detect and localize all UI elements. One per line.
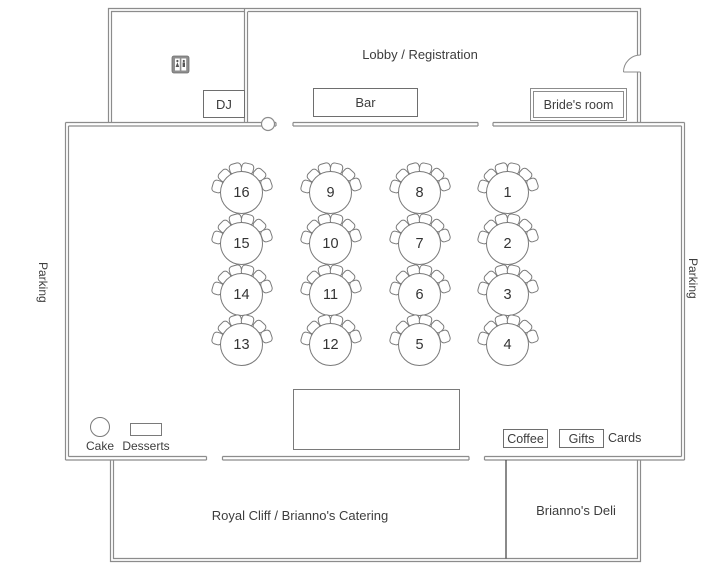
table-11: 11 <box>286 250 376 340</box>
table-circle: 9 <box>309 171 352 214</box>
table-number: 6 <box>415 286 424 303</box>
bar-label: Bar <box>355 95 376 110</box>
table-9: 9 <box>286 148 376 238</box>
door-pivot-circle <box>260 116 276 132</box>
table-number: 12 <box>322 336 339 353</box>
coffee-label: Coffee <box>507 431 544 446</box>
table-circle: 11 <box>309 273 352 316</box>
catering-label: Royal Cliff / Brianno's Catering <box>211 508 389 523</box>
table-number: 1 <box>503 184 512 201</box>
table-circle: 2 <box>486 222 529 265</box>
brides-room-box: Bride's room <box>530 88 627 121</box>
table-number: 4 <box>503 336 512 353</box>
table-number: 10 <box>322 235 339 252</box>
cards-label: Cards <box>608 431 642 445</box>
table-circle: 12 <box>309 323 352 366</box>
brides-room-label: Bride's room <box>543 97 614 112</box>
gifts-box: Gifts <box>559 429 604 448</box>
table-15: 15 <box>197 199 287 289</box>
dance-floor <box>293 389 460 450</box>
door-arc <box>623 54 641 73</box>
table-number: 7 <box>415 235 424 252</box>
table-8: 8 <box>375 148 465 238</box>
table-number: 5 <box>415 336 424 353</box>
table-13: 13 <box>197 300 287 390</box>
deli-label: Brianno's Deli <box>536 503 616 518</box>
table-circle: 4 <box>486 323 529 366</box>
lobby-wall <box>245 7 642 122</box>
table-10: 10 <box>286 199 376 289</box>
gifts-label: Gifts <box>568 431 595 446</box>
bar-box: Bar <box>313 88 418 117</box>
table-12: 12 <box>286 300 376 390</box>
table-2: 2 <box>463 199 553 289</box>
table-number: 2 <box>503 235 512 252</box>
table-5: 5 <box>375 300 465 390</box>
table-circle: 8 <box>398 171 441 214</box>
table-1: 1 <box>463 148 553 238</box>
table-circle: 15 <box>220 222 263 265</box>
table-number: 15 <box>233 235 250 252</box>
table-circle: 7 <box>398 222 441 265</box>
table-circle: 13 <box>220 323 263 366</box>
table-circle: 1 <box>486 171 529 214</box>
parking-left-label: Parking <box>36 262 50 303</box>
dj-box: DJ <box>203 90 245 118</box>
coffee-box: Coffee <box>503 429 548 448</box>
restroom-icon <box>171 55 190 74</box>
table-circle: 16 <box>220 171 263 214</box>
table-number: 8 <box>415 184 424 201</box>
cake-label: Cake <box>85 439 114 453</box>
table-7: 7 <box>375 199 465 289</box>
table-circle: 5 <box>398 323 441 366</box>
table-number: 14 <box>233 286 250 303</box>
dj-label: DJ <box>216 96 232 112</box>
parking-right-label: Parking <box>686 258 700 299</box>
table-16: 16 <box>197 148 287 238</box>
table-3: 3 <box>463 250 553 340</box>
table-circle: 3 <box>486 273 529 316</box>
table-number: 11 <box>322 286 339 303</box>
table-4: 4 <box>463 300 553 390</box>
table-number: 16 <box>233 184 250 201</box>
table-circle: 6 <box>398 273 441 316</box>
desserts-label: Desserts <box>122 439 170 453</box>
table-number: 13 <box>233 336 250 353</box>
lobby-label: Lobby / Registration <box>362 47 478 62</box>
cake-table <box>90 417 110 437</box>
catering-room-wall <box>109 460 642 563</box>
table-6: 6 <box>375 250 465 340</box>
desserts-table <box>130 423 162 436</box>
table-number: 3 <box>503 286 512 303</box>
table-circle: 10 <box>309 222 352 265</box>
table-number: 9 <box>326 184 335 201</box>
restroom-room-wall <box>107 7 245 122</box>
